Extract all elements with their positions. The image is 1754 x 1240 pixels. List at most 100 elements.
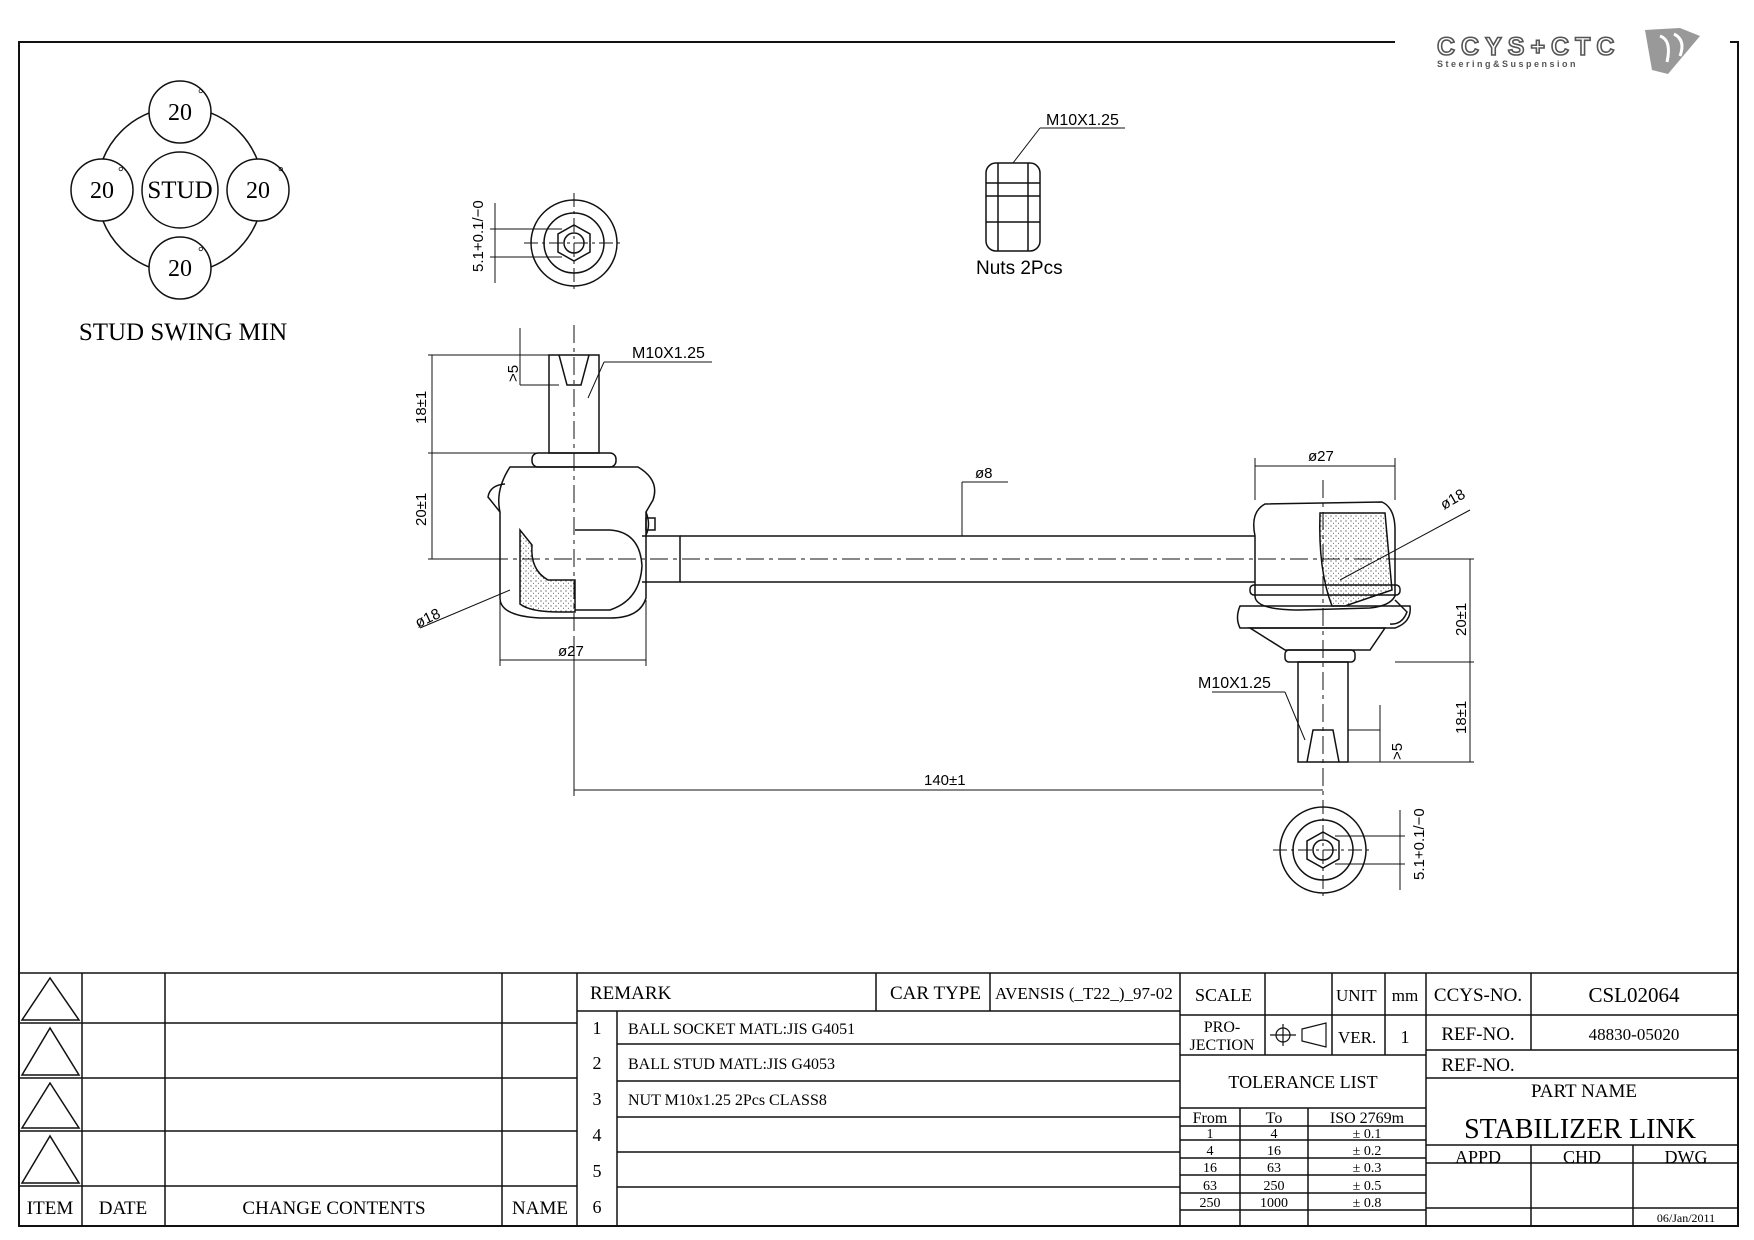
swing-angle-left: 20: [90, 178, 114, 204]
tolerance-from: 4: [1207, 1144, 1214, 1159]
tolerance-from: 1: [1207, 1127, 1214, 1142]
tolerance-value: ± 0.8: [1353, 1196, 1382, 1211]
nut-caption: Nuts 2Pcs: [976, 258, 1063, 279]
tolerance-to: 16: [1267, 1144, 1281, 1159]
title-block-frame: [19, 972, 1738, 1226]
centerlines: [490, 325, 1445, 800]
rod-dia-label: ø8: [975, 465, 993, 482]
drawing-date: 06/Jan/2011: [1657, 1211, 1715, 1225]
tolerance-title: TOLERANCE LIST: [1228, 1072, 1377, 1092]
remark-text: NUT M10x1.25 2Pcs CLASS8: [628, 1092, 827, 1109]
tolerance-value: ± 0.3: [1353, 1161, 1382, 1176]
tolerance-value: ± 0.1: [1353, 1127, 1382, 1142]
degree-mark-right: °: [278, 165, 284, 180]
bottom-hex-dim: 5.1+0.1/−0: [1411, 808, 1428, 880]
ver-label: VER.: [1338, 1028, 1376, 1047]
approval-dwg: DWG: [1665, 1147, 1708, 1167]
left-ball-label: ø18: [413, 605, 444, 631]
ref-no-value: 48830-05020: [1589, 1025, 1680, 1044]
ref-no2-label: REF-NO.: [1441, 1055, 1514, 1076]
tolerance-from: 250: [1200, 1196, 1221, 1211]
right-20-dim: 20±1: [1453, 603, 1470, 636]
remark-label: REMARK: [590, 983, 672, 1004]
remark-no: 5: [593, 1161, 602, 1181]
right-ge5-dim: >5: [1389, 743, 1406, 760]
revision-triangle-icon: [20, 1134, 81, 1184]
approval-appd: APPD: [1455, 1147, 1501, 1167]
ref-no-label: REF-NO.: [1441, 1024, 1514, 1045]
right-ball-label: ø18: [1438, 486, 1469, 514]
tolerance-value: ± 0.2: [1353, 1144, 1382, 1159]
remark-no: 4: [593, 1125, 602, 1145]
unit-label: UNIT: [1336, 986, 1377, 1005]
approval-chd: CHD: [1563, 1147, 1601, 1167]
tolerance-to: 1000: [1260, 1196, 1288, 1211]
left-20-dim: 20±1: [413, 493, 430, 526]
title-block-text: ITEM DATE CHANGE CONTENTS NAME REMARK CA…: [27, 983, 1715, 1225]
projection-label-1: PRO-: [1204, 1019, 1240, 1036]
revision-triangle-icon: [20, 1081, 81, 1129]
tolerance-to: 63: [1267, 1161, 1281, 1176]
change-header-contents: CHANGE CONTENTS: [242, 1198, 425, 1219]
logo-swoosh-icon: [1645, 28, 1700, 74]
ccys-no-label: CCYS-NO.: [1434, 985, 1522, 1006]
remark-no: 6: [593, 1197, 602, 1217]
scale-label: SCALE: [1195, 985, 1252, 1005]
remark-no: 2: [593, 1053, 602, 1073]
stud-swing-diagram: [70, 80, 290, 300]
tolerance-from: 63: [1203, 1179, 1217, 1194]
stud-swing-caption: STUD SWING MIN: [79, 319, 287, 346]
left-18-dim: 18±1: [413, 391, 430, 424]
sheet-border: [18, 41, 1739, 1227]
top-hex-end-view: [490, 193, 624, 293]
car-type-value: AVENSIS (_T22_)_97-02: [995, 984, 1173, 1003]
logo-brand: CCYS+CTC: [1437, 33, 1620, 61]
nut-part: [985, 127, 1125, 252]
change-header-date: DATE: [99, 1198, 148, 1219]
projection-label-2: JECTION: [1190, 1037, 1255, 1054]
left-thread-label: M10X1.25: [632, 345, 705, 362]
right-ball-joint: [1236, 501, 1411, 763]
unit-value: mm: [1392, 986, 1418, 1005]
ver-value: 1: [1401, 1027, 1410, 1047]
tolerance-from: 16: [1203, 1161, 1217, 1176]
left-ball-joint: [487, 354, 1255, 619]
part-name-label: PART NAME: [1531, 1081, 1637, 1102]
tolerance-to: 4: [1271, 1127, 1278, 1142]
tolerance-to: 250: [1264, 1179, 1285, 1194]
left-dia27-label: ø27: [558, 643, 584, 660]
tolerance-value: ± 0.5: [1353, 1179, 1382, 1194]
revision-triangles: [20, 976, 81, 1184]
remark-text: BALL STUD MATL:JIS G4053: [628, 1056, 835, 1073]
stud-label: STUD: [147, 177, 212, 204]
ccys-no-value: CSL02064: [1588, 983, 1680, 1007]
degree-mark-left: °: [118, 165, 124, 180]
right-thread-label: M10X1.25: [1198, 675, 1271, 692]
right-18-dim: 18±1: [1453, 701, 1470, 734]
company-logo: CCYS+CTC Steering&Suspension: [1436, 28, 1700, 74]
swing-angle-top: 20: [168, 100, 192, 126]
change-header-item: ITEM: [27, 1198, 74, 1219]
part-name-value: STABILIZER LINK: [1464, 1114, 1696, 1145]
bottom-hex-end-view: [1273, 800, 1405, 900]
revision-triangle-icon: [20, 1026, 81, 1076]
right-dia27-label: ø27: [1308, 448, 1334, 465]
degree-mark-top: °: [198, 87, 204, 102]
degree-mark-bottom: °: [198, 245, 204, 260]
projection-symbol-icon: [1270, 1022, 1327, 1048]
tolerance-header-iso: ISO 2769m: [1330, 1110, 1405, 1127]
change-header-name: NAME: [512, 1198, 568, 1219]
tolerance-header-to: To: [1266, 1110, 1283, 1127]
remark-text: BALL SOCKET MATL:JIS G4051: [628, 1021, 855, 1038]
car-type-label: CAR TYPE: [890, 983, 981, 1004]
length-dim: 140±1: [924, 772, 966, 789]
left-ge5-dim: >5: [505, 365, 522, 382]
swing-angle-bottom: 20: [168, 256, 192, 282]
remark-no: 3: [593, 1089, 602, 1109]
swing-angle-right: 20: [246, 178, 270, 204]
top-hex-dim: 5.1+0.1/−0: [470, 200, 487, 272]
revision-triangle-icon: [20, 976, 81, 1021]
nut-thread-label: M10X1.25: [1046, 112, 1119, 129]
dimension-lines: [419, 328, 1474, 796]
